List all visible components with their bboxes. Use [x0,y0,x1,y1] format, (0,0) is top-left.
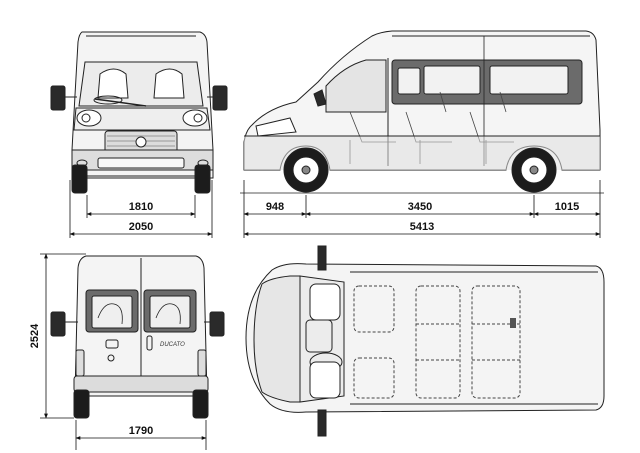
front-width-label: 2050 [129,221,153,233]
rear-track-label: 1790 [129,425,153,437]
front-right-tire [194,164,211,194]
front-right-headlight [182,109,208,127]
fiat-badge [135,136,147,148]
rear-right-mirror [209,311,225,337]
top-left-mirror [317,245,327,271]
front-view [50,31,228,194]
rear-right-tire [192,389,209,419]
front-track-label: 1810 [129,201,153,213]
top-right-mirror [317,409,327,437]
overall-length-label: 5413 [410,221,434,233]
front-left-tire [71,164,88,194]
front-overhang-label: 948 [266,201,284,213]
front-right-mirror [212,85,228,111]
side-mirror [313,89,327,107]
rear-model-badge: DUCATO [160,342,185,348]
wheelbase-label: 3450 [408,201,432,213]
top-view [245,245,605,437]
rear-left-mirror [50,311,66,337]
side-window-2 [423,65,481,95]
overall-height-label: 2524 [29,323,41,348]
rear-view: DUCATO [50,255,225,419]
side-window-1 [397,67,421,95]
side-window-3 [489,65,569,95]
top-passenger-seat [309,361,341,399]
side-cab-window [325,59,387,113]
front-left-headlight [76,109,102,127]
rear-left-tire [73,389,90,419]
front-left-mirror [50,85,66,111]
side-view [240,30,604,194]
top-driver-seat [309,283,341,321]
dimension-lines [40,180,601,450]
rear-overhang-label: 1015 [555,201,579,213]
